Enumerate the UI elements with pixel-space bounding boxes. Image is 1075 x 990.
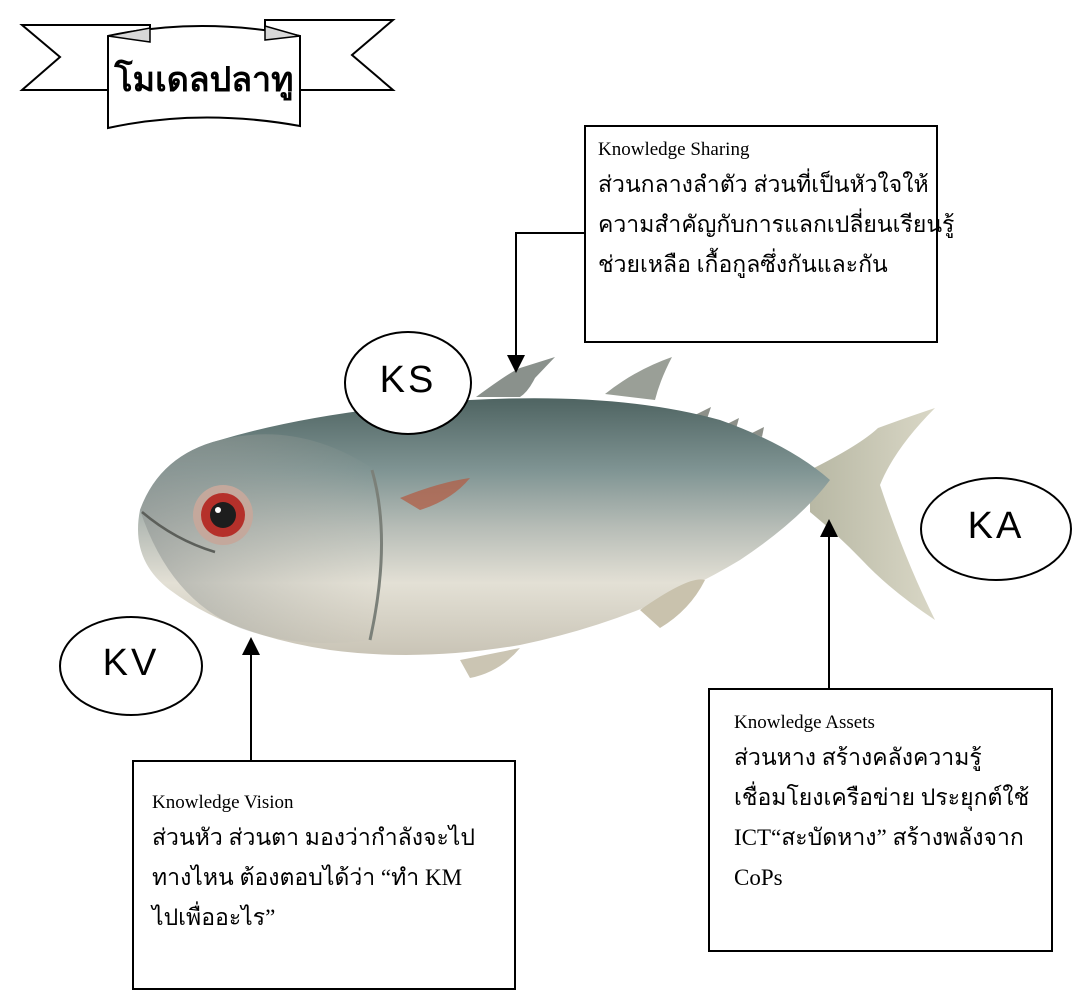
ks-label: KS	[345, 359, 471, 402]
knowledge-assets-line-3: ICT“สะบัดหาง” สร้างพลังจาก	[734, 818, 1041, 858]
arrow-to-ks	[516, 233, 584, 364]
knowledge-sharing-line-3: ช่วยเหลือ เกื้อกูลซึ่งกันและกัน	[598, 245, 926, 285]
knowledge-vision-title: Knowledge Vision	[152, 788, 504, 818]
knowledge-vision-box: Knowledge Vision ส่วนหัว ส่วนตา มองว่ากำ…	[132, 760, 516, 990]
fish-head	[140, 434, 381, 643]
second-dorsal-fin	[605, 357, 672, 400]
knowledge-assets-line-4: CoPs	[734, 858, 1041, 898]
knowledge-vision-line-1: ส่วนหัว ส่วนตา มองว่ากำลังจะไป	[152, 818, 504, 858]
eye-pupil	[210, 502, 236, 528]
knowledge-sharing-line-2: ความสำคัญกับการแลกเปลี่ยนเรียนรู้	[598, 205, 926, 245]
knowledge-assets-box: Knowledge Assets ส่วนหาง สร้างคลังความรู…	[708, 688, 1053, 952]
pelvic-fin	[460, 648, 520, 678]
kv-label: KV	[60, 642, 202, 685]
knowledge-assets-title: Knowledge Assets	[734, 708, 1041, 738]
knowledge-sharing-box: Knowledge Sharing ส่วนกลางลำตัว ส่วนที่เ…	[584, 125, 938, 343]
ka-label: KA	[921, 505, 1071, 548]
knowledge-vision-line-2: ทางไหน ต้องตอบได้ว่า “ทำ KM	[152, 858, 504, 898]
knowledge-assets-line-1: ส่วนหาง สร้างคลังความรู้	[734, 738, 1041, 778]
knowledge-sharing-title: Knowledge Sharing	[598, 135, 926, 165]
knowledge-assets-line-2: เชื่อมโยงเครือข่าย ประยุกต์ใช้	[734, 778, 1041, 818]
eye-highlight	[215, 507, 221, 513]
banner-title: โมเดลปลาทู	[108, 52, 300, 106]
mackerel-fish-image	[138, 357, 935, 678]
knowledge-vision-line-3: ไปเพื่ออะไร”	[152, 898, 504, 938]
knowledge-sharing-line-1: ส่วนกลางลำตัว ส่วนที่เป็นหัวใจให้	[598, 165, 926, 205]
